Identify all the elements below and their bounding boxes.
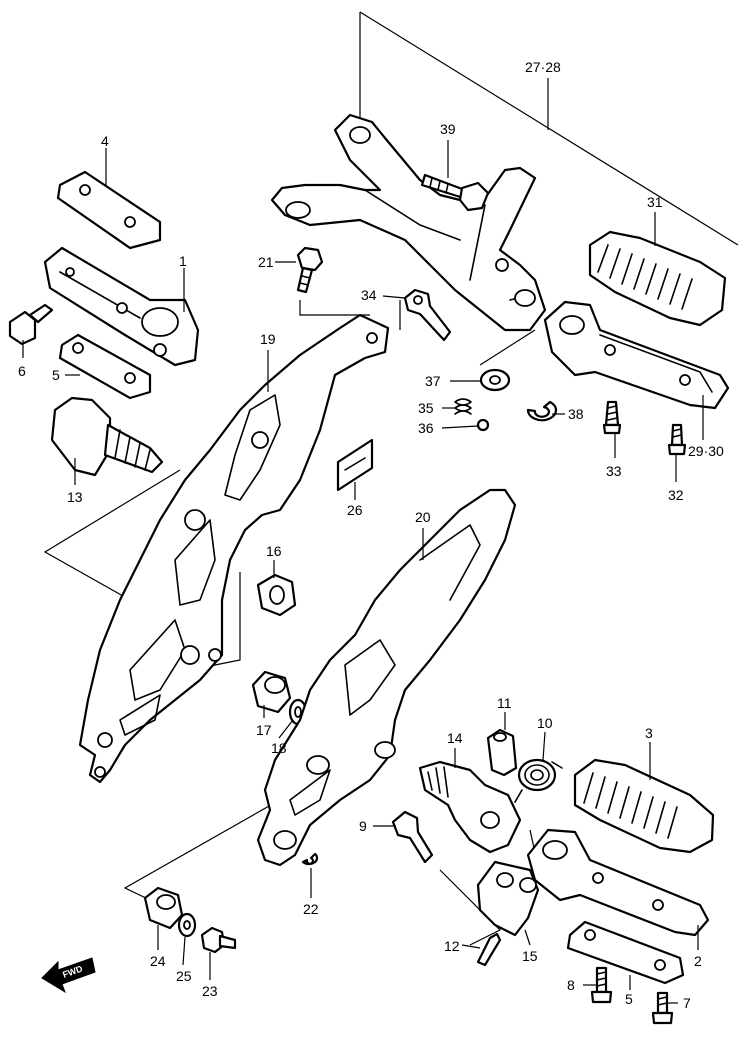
callout-8: 8 <box>567 977 575 993</box>
part-34-pin <box>403 288 452 342</box>
part-39-bolt <box>420 173 490 212</box>
callout-11: 11 <box>497 695 512 711</box>
part-31-rubber-pad <box>588 230 727 327</box>
part-4-plate <box>56 170 162 250</box>
callout-23: 23 <box>202 983 218 999</box>
part-27-28-rear-bracket <box>270 113 547 332</box>
part-8-screw <box>590 966 613 1004</box>
part-9-pin <box>391 810 434 864</box>
callout-14: 14 <box>447 730 463 746</box>
part-10-spring <box>514 758 563 803</box>
callout-18: 18 <box>271 740 287 756</box>
callout-36: 36 <box>418 420 434 436</box>
part-6-bolt <box>8 303 54 346</box>
callout-4: 4 <box>101 133 109 149</box>
fwd-arrow-icon: FWD <box>41 957 96 994</box>
part-38-clip <box>526 400 558 422</box>
callout-5-upper: 5 <box>52 367 60 383</box>
part-2-footrest <box>526 828 710 937</box>
callout-6: 6 <box>18 363 26 379</box>
callout-25: 25 <box>176 968 192 984</box>
callout-7: 7 <box>683 995 691 1011</box>
callout-31: 31 <box>647 194 663 210</box>
part-17-collar <box>251 670 292 714</box>
part-20-right-bracket <box>256 488 517 867</box>
part-12-cotter-pin <box>476 932 502 967</box>
callout-32: 32 <box>668 487 684 503</box>
callout-33: 33 <box>606 463 622 479</box>
callout-2: 2 <box>694 953 702 969</box>
callout-26: 26 <box>347 502 363 518</box>
part-19-left-bracket <box>78 313 390 784</box>
callout-24: 24 <box>150 953 166 969</box>
callout-29-30: 29·30 <box>688 443 724 459</box>
callout-15: 15 <box>522 948 538 964</box>
part-21-bolt <box>296 246 324 294</box>
part-33-screw <box>602 400 622 435</box>
part-7-screw <box>651 991 674 1025</box>
callout-labels: 4 1 5 6 13 19 21 34 39 27·28 31 29·30 37… <box>18 59 724 1011</box>
callout-20: 20 <box>415 509 431 525</box>
part-29-30-footrest <box>543 300 730 410</box>
part-35-spring <box>454 398 472 415</box>
part-14-pivot-shaft <box>418 760 522 854</box>
part-24-collar <box>143 886 184 930</box>
callout-10: 10 <box>537 715 553 731</box>
part-23-bolt <box>200 926 237 954</box>
callout-leaders <box>22 140 704 1004</box>
part-25-washer <box>177 912 197 938</box>
callout-12: 12 <box>444 938 460 954</box>
part-32-screw <box>667 423 687 456</box>
callout-5-lower: 5 <box>625 991 633 1007</box>
callout-35: 35 <box>418 400 434 416</box>
callout-19: 19 <box>260 331 276 347</box>
callout-13: 13 <box>67 489 83 505</box>
callout-37: 37 <box>425 373 441 389</box>
part-37-washer <box>479 368 511 392</box>
part-16-nut <box>256 573 297 617</box>
callout-9: 9 <box>359 818 367 834</box>
callout-27-28: 27·28 <box>525 59 561 75</box>
callout-3: 3 <box>645 725 653 741</box>
callout-38: 38 <box>568 406 584 422</box>
callout-21: 21 <box>258 254 274 270</box>
part-15-bracket <box>476 860 540 937</box>
part-22-circlip <box>301 852 319 866</box>
callout-17: 17 <box>256 722 272 738</box>
callout-22: 22 <box>303 901 319 917</box>
callout-1: 1 <box>179 253 187 269</box>
part-11-collar <box>486 728 518 777</box>
callout-16: 16 <box>266 543 282 559</box>
part-3-rubber-pad <box>573 758 715 854</box>
part-13-pivot-shaft <box>50 396 164 477</box>
part-26-label-sticker <box>336 438 374 492</box>
part-36-ball <box>476 418 490 432</box>
callout-39: 39 <box>440 121 456 137</box>
part-5-plate-upper <box>58 333 152 400</box>
part-5-plate-lower <box>566 920 685 985</box>
part-1-footrest-bracket <box>43 246 200 367</box>
callout-34: 34 <box>361 287 377 303</box>
